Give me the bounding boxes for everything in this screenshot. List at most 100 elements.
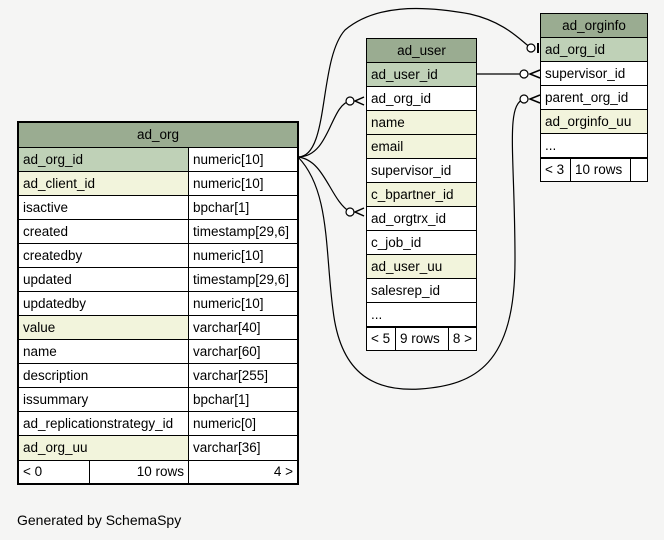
column-name: ad_org_id <box>19 148 188 171</box>
table-nav: < 0 10 rows 4 > <box>19 460 297 483</box>
footer-credit: Generated by SchemaSpy <box>17 512 182 528</box>
table-nav: < 3 10 rows <box>541 158 647 181</box>
column-name: createdby <box>23 248 83 263</box>
column-row[interactable]: issummary bpchar[1] <box>19 388 297 412</box>
row-count: 9 rows <box>394 328 448 350</box>
column-row[interactable]: ... <box>367 303 476 327</box>
table-title[interactable]: ad_user <box>367 39 476 63</box>
column-row[interactable]: ... <box>541 134 647 158</box>
column-name: issummary <box>23 392 89 407</box>
column-name: created <box>23 224 69 239</box>
column-type: numeric[10] <box>188 244 297 267</box>
column-type: bpchar[1] <box>188 388 297 411</box>
table-title[interactable]: ad_orginfo <box>541 14 647 38</box>
column-row[interactable]: ad_orgtrx_id <box>367 207 476 231</box>
column-name: parent_org_id <box>545 90 629 105</box>
table-ad-orginfo[interactable]: ad_orginfo ad_org_id supervisor_id paren… <box>540 13 648 182</box>
column-row[interactable]: supervisor_id <box>367 159 476 183</box>
link-end-circle <box>519 69 529 79</box>
link-end-circle <box>345 207 355 217</box>
row-count: 10 rows <box>570 159 630 181</box>
column-row[interactable]: ad_user_uu <box>367 255 476 279</box>
column-name: ad_replicationstrategy_id <box>23 416 174 431</box>
column-row[interactable]: created timestamp[29,6] <box>19 220 297 244</box>
column-row[interactable]: ad_orginfo_uu <box>541 110 647 134</box>
column-name: supervisor_id <box>371 163 452 178</box>
column-row[interactable]: ad_org_id <box>367 87 476 111</box>
link-orginfo-org <box>297 7 532 158</box>
column-name: isactive <box>23 200 69 215</box>
parents-link[interactable]: < 5 <box>371 331 391 346</box>
column-type: numeric[10] <box>188 172 297 195</box>
column-name: ad_org_id <box>541 38 647 61</box>
table-ad-user[interactable]: ad_user ad_user_id ad_org_id name email … <box>366 38 477 351</box>
column-name: ad_org_id <box>371 91 432 106</box>
column-name: description <box>23 368 89 383</box>
column-type: varchar[36] <box>188 436 297 460</box>
column-row[interactable]: parent_org_id <box>541 86 647 110</box>
column-name: c_bpartner_id <box>367 183 476 206</box>
link-end-circle <box>345 96 355 106</box>
link-end-circle <box>526 43 536 53</box>
column-row[interactable]: description varchar[255] <box>19 364 297 388</box>
column-type: varchar[60] <box>188 340 297 363</box>
column-row[interactable]: salesrep_id <box>367 279 476 303</box>
column-row[interactable]: name varchar[60] <box>19 340 297 364</box>
column-name: updatedby <box>23 296 87 311</box>
column-row[interactable]: updatedby numeric[10] <box>19 292 297 316</box>
column-name: ad_user_id <box>367 63 476 86</box>
column-name: name <box>23 344 57 359</box>
column-name: name <box>367 111 476 134</box>
crowfoot-icon <box>353 96 365 106</box>
column-row[interactable]: isactive bpchar[1] <box>19 196 297 220</box>
column-name: ad_org_uu <box>19 436 188 460</box>
link-end-circle <box>519 94 529 104</box>
more-columns[interactable]: ... <box>371 307 383 322</box>
column-name: value <box>19 316 188 339</box>
parents-link[interactable]: < 0 <box>23 464 43 479</box>
column-row[interactable]: c_bpartner_id <box>367 183 476 207</box>
column-name: ad_orgtrx_id <box>371 211 447 226</box>
column-name: updated <box>23 272 72 287</box>
parents-link[interactable]: < 3 <box>545 162 565 177</box>
link-usertrx-org <box>297 156 351 213</box>
link-orginfo-parent <box>297 98 525 390</box>
crowfoot-icon <box>527 94 541 104</box>
column-row[interactable]: c_job_id <box>367 231 476 255</box>
column-row[interactable]: ad_org_id <box>541 38 647 62</box>
table-nav: < 5 9 rows 8 > <box>367 327 476 350</box>
column-name: ad_user_uu <box>367 255 476 278</box>
column-row[interactable]: email <box>367 135 476 159</box>
column-type: numeric[10] <box>188 292 297 315</box>
column-name: salesrep_id <box>371 283 441 298</box>
column-row[interactable]: createdby numeric[10] <box>19 244 297 268</box>
children-link[interactable]: 8 > <box>447 328 476 350</box>
crowfoot-icon <box>527 69 541 79</box>
link-user-org <box>297 100 351 158</box>
column-name: ad_client_id <box>19 172 188 195</box>
column-type: bpchar[1] <box>188 196 297 219</box>
column-type: timestamp[29,6] <box>188 220 297 243</box>
column-name: c_job_id <box>371 235 422 250</box>
children-link[interactable] <box>630 159 647 181</box>
column-row[interactable]: supervisor_id <box>541 62 647 86</box>
more-columns[interactable]: ... <box>545 138 557 153</box>
column-row[interactable]: name <box>367 111 476 135</box>
column-name: supervisor_id <box>545 66 626 81</box>
column-type: varchar[255] <box>188 364 297 387</box>
column-type: timestamp[29,6] <box>188 268 297 291</box>
column-row[interactable]: ad_user_id <box>367 63 476 87</box>
children-link[interactable]: 4 > <box>188 461 297 483</box>
column-type: numeric[10] <box>188 148 297 171</box>
column-name: ad_orginfo_uu <box>541 110 647 133</box>
table-title[interactable]: ad_org <box>19 123 297 148</box>
column-row[interactable]: updated timestamp[29,6] <box>19 268 297 292</box>
